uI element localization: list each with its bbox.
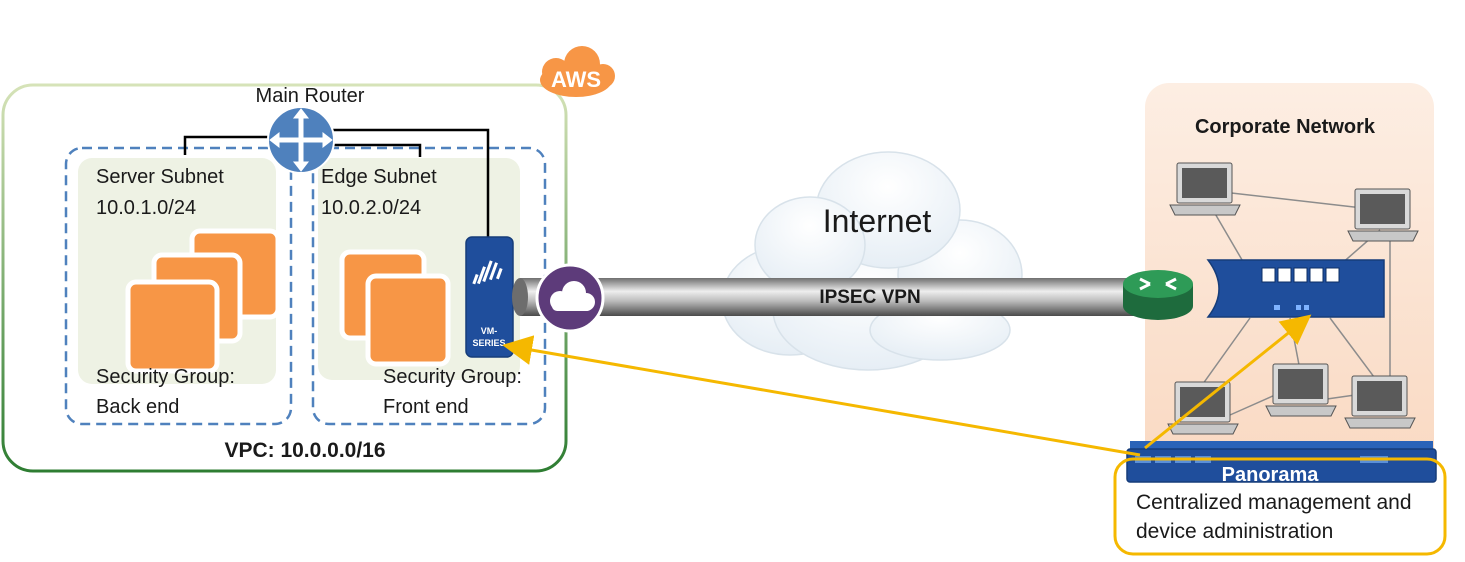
laptop-icon — [1265, 363, 1337, 417]
aws-cloud-icon: AWS — [540, 46, 615, 97]
aws-badge-label: AWS — [551, 67, 601, 92]
ipsec-vpn-label: IPSEC VPN — [819, 287, 920, 308]
main-router-label: Main Router — [256, 85, 365, 107]
laptop-icon — [1167, 381, 1239, 435]
panorama-desc-line1: Centralized management and — [1136, 491, 1412, 514]
server-subnet-cidr: 10.0.1.0/24 — [96, 197, 196, 219]
vpc-label: VPC: 10.0.0.0/16 — [224, 439, 385, 462]
edge-sg-line1: Security Group: — [383, 366, 522, 388]
vm-series-line2: SERIES — [472, 338, 505, 348]
server-instances-icon — [125, 228, 281, 374]
server-sg-line2: Back end — [96, 396, 179, 418]
edge-subnet-cidr: 10.0.2.0/24 — [321, 197, 421, 219]
corporate-network-title: Corporate Network — [1195, 116, 1376, 138]
vm-series-line1: VM- — [481, 326, 498, 336]
router-links — [183, 128, 490, 240]
panorama-desc-line2: device administration — [1136, 520, 1333, 543]
main-router-icon — [267, 106, 335, 174]
panorama-label: Panorama — [1222, 464, 1320, 486]
laptop-icon — [1344, 375, 1416, 429]
firewall-appliance-icon — [1206, 259, 1385, 318]
server-sg-line1: Security Group: — [96, 366, 235, 388]
vpn-gateway-icon — [535, 263, 605, 333]
vm-series-firewall-icon: VM- SERIES — [465, 236, 514, 358]
internet-cloud-icon — [721, 151, 1023, 371]
panorama-description-box — [1113, 457, 1447, 556]
edge-sg-line2: Front end — [383, 396, 469, 418]
server-subnet-title: Server Subnet — [96, 166, 224, 188]
laptop-icon — [1347, 188, 1419, 242]
edge-instances-icon — [339, 249, 451, 367]
edge-subnet-border — [311, 146, 547, 426]
laptop-icon — [1169, 162, 1241, 216]
management-arrows — [502, 314, 1312, 457]
ipsec-vpn-tunnel — [512, 278, 1160, 316]
edge-subnet-title: Edge Subnet — [321, 166, 437, 188]
vpn-router-icon — [1123, 270, 1193, 320]
internet-label: Internet — [823, 203, 932, 239]
server-subnet-border — [64, 146, 293, 426]
